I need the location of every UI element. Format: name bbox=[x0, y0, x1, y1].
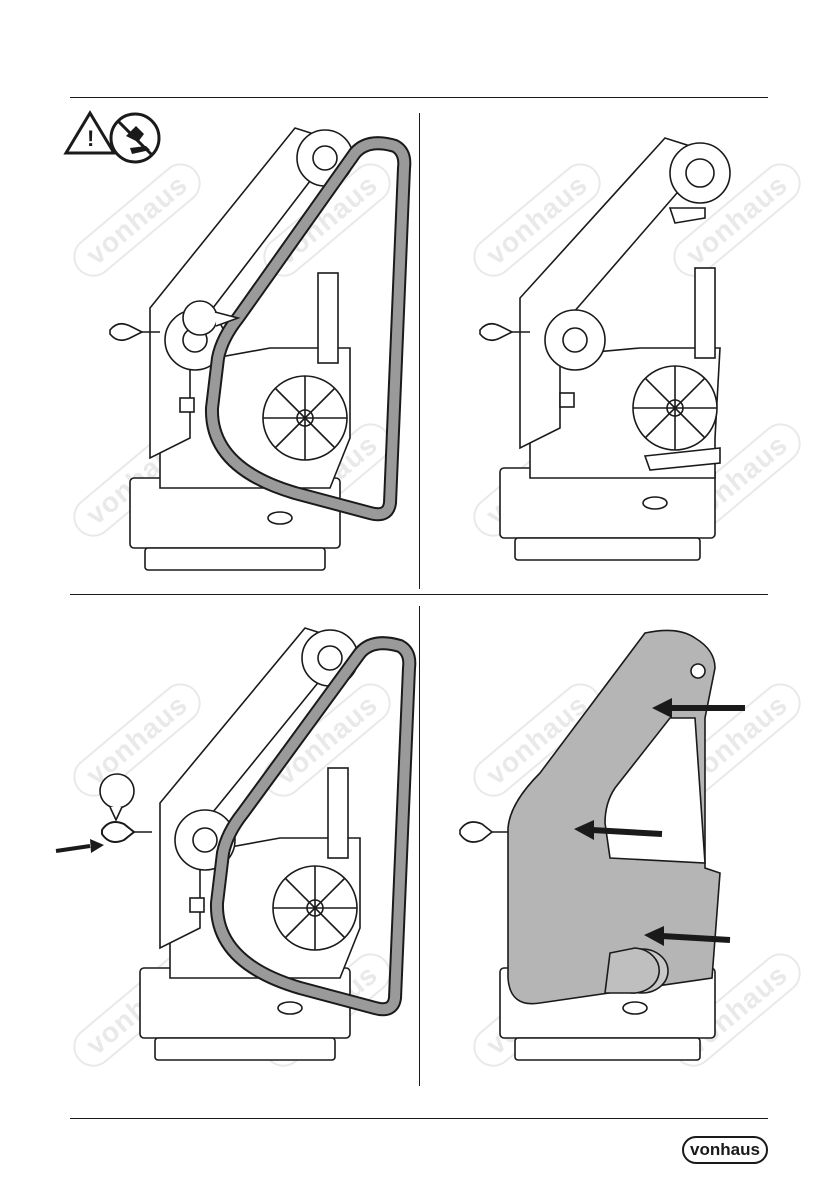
bottom-rule bbox=[70, 1118, 768, 1119]
step-1-illustration: ! bbox=[50, 108, 420, 588]
svg-text:!: ! bbox=[87, 126, 94, 151]
top-rule bbox=[70, 97, 768, 98]
arrow-icon bbox=[56, 839, 104, 853]
step-2-illustration bbox=[430, 108, 780, 588]
callout-bubble bbox=[100, 774, 134, 820]
hand-crush-warning-icon: ! bbox=[66, 113, 159, 162]
step-4-illustration bbox=[430, 608, 780, 1078]
step-3-illustration bbox=[50, 608, 420, 1078]
middle-rule bbox=[70, 594, 768, 595]
belt-sander-body bbox=[480, 138, 730, 560]
brand-logo: vonhaus bbox=[682, 1136, 768, 1164]
